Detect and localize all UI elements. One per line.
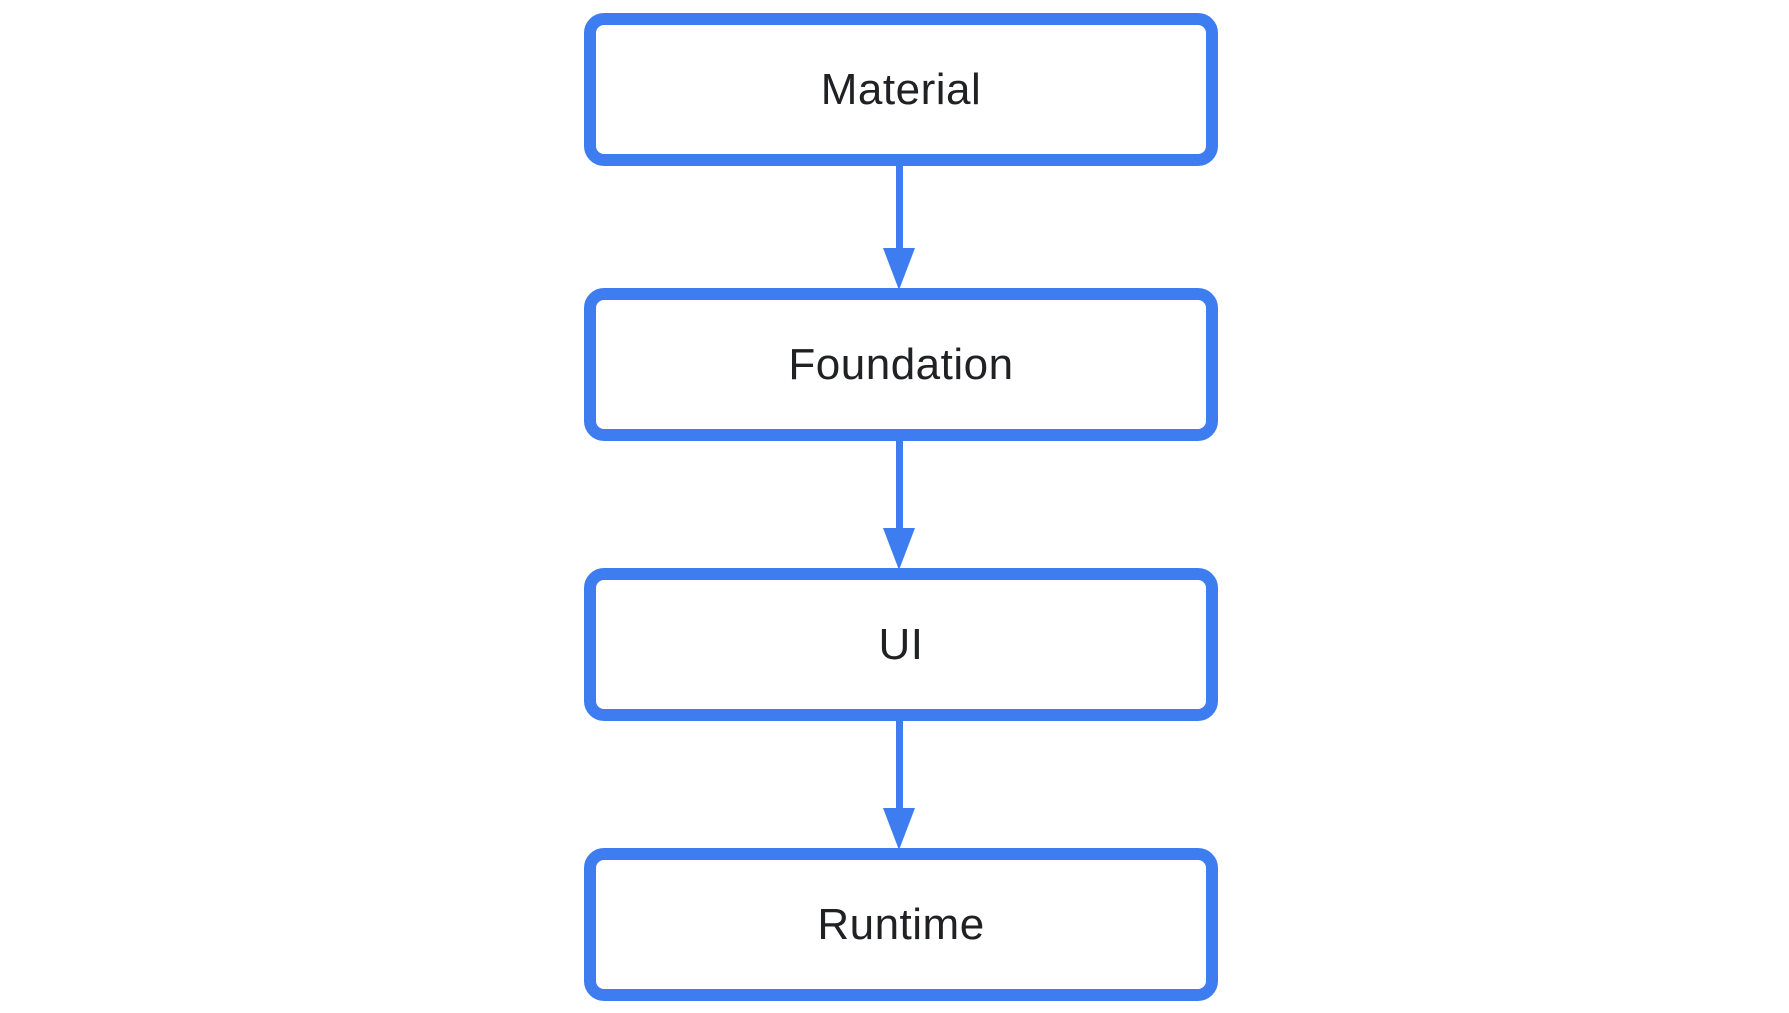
arrow-shaft (896, 439, 903, 531)
arrow-down-icon (883, 808, 915, 850)
node-foundation: Foundation (584, 288, 1218, 441)
arrow-shaft (896, 161, 903, 251)
arrow-down-icon (883, 248, 915, 290)
node-material-label: Material (820, 64, 982, 114)
node-runtime: Runtime (584, 848, 1218, 1001)
node-ui-label: UI (878, 619, 924, 669)
arrow-down-icon (883, 528, 915, 570)
node-runtime-label: Runtime (817, 899, 985, 949)
node-ui: UI (584, 568, 1218, 721)
arrow-shaft (896, 719, 903, 811)
node-material: Material (584, 13, 1218, 166)
node-foundation-label: Foundation (788, 339, 1014, 389)
